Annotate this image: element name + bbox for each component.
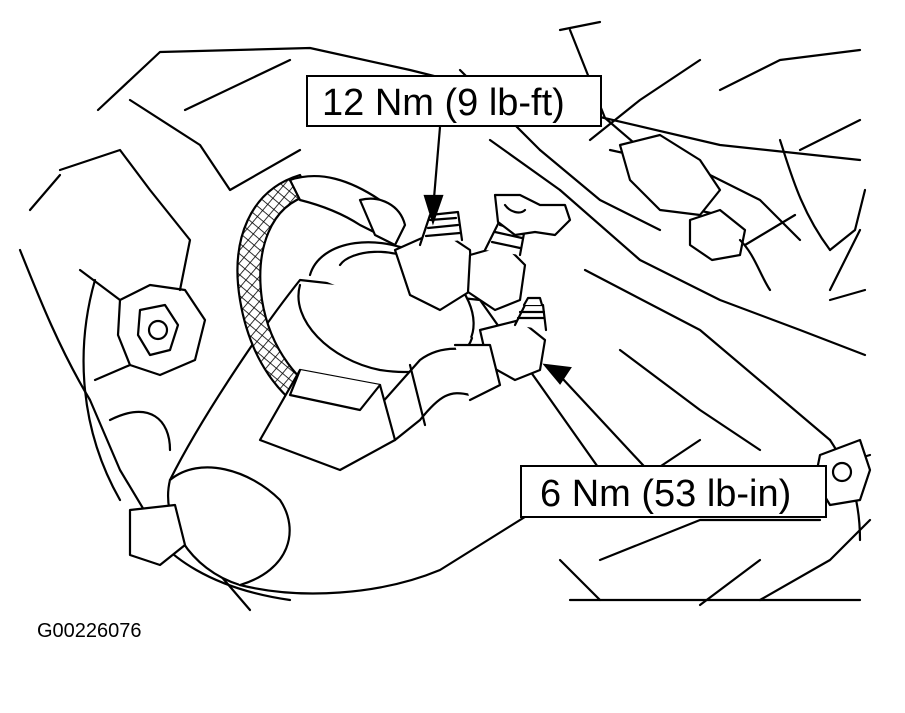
braided-hose [236,173,407,427]
mounting-bracket [78,268,207,382]
torque-callout-top: 12 Nm (9 lb-ft) [306,75,602,127]
figure-id-label: G00226076 [37,620,142,642]
lower-left-bracket [128,503,187,567]
inlet-fitting [393,210,474,312]
torque-callout-bottom: 6 Nm (53 lb-in) [520,465,827,518]
lower-hose [258,343,502,472]
wire-clip [493,193,572,237]
lower-right-bracket [813,438,872,507]
upper-right-fitting [618,133,772,292]
